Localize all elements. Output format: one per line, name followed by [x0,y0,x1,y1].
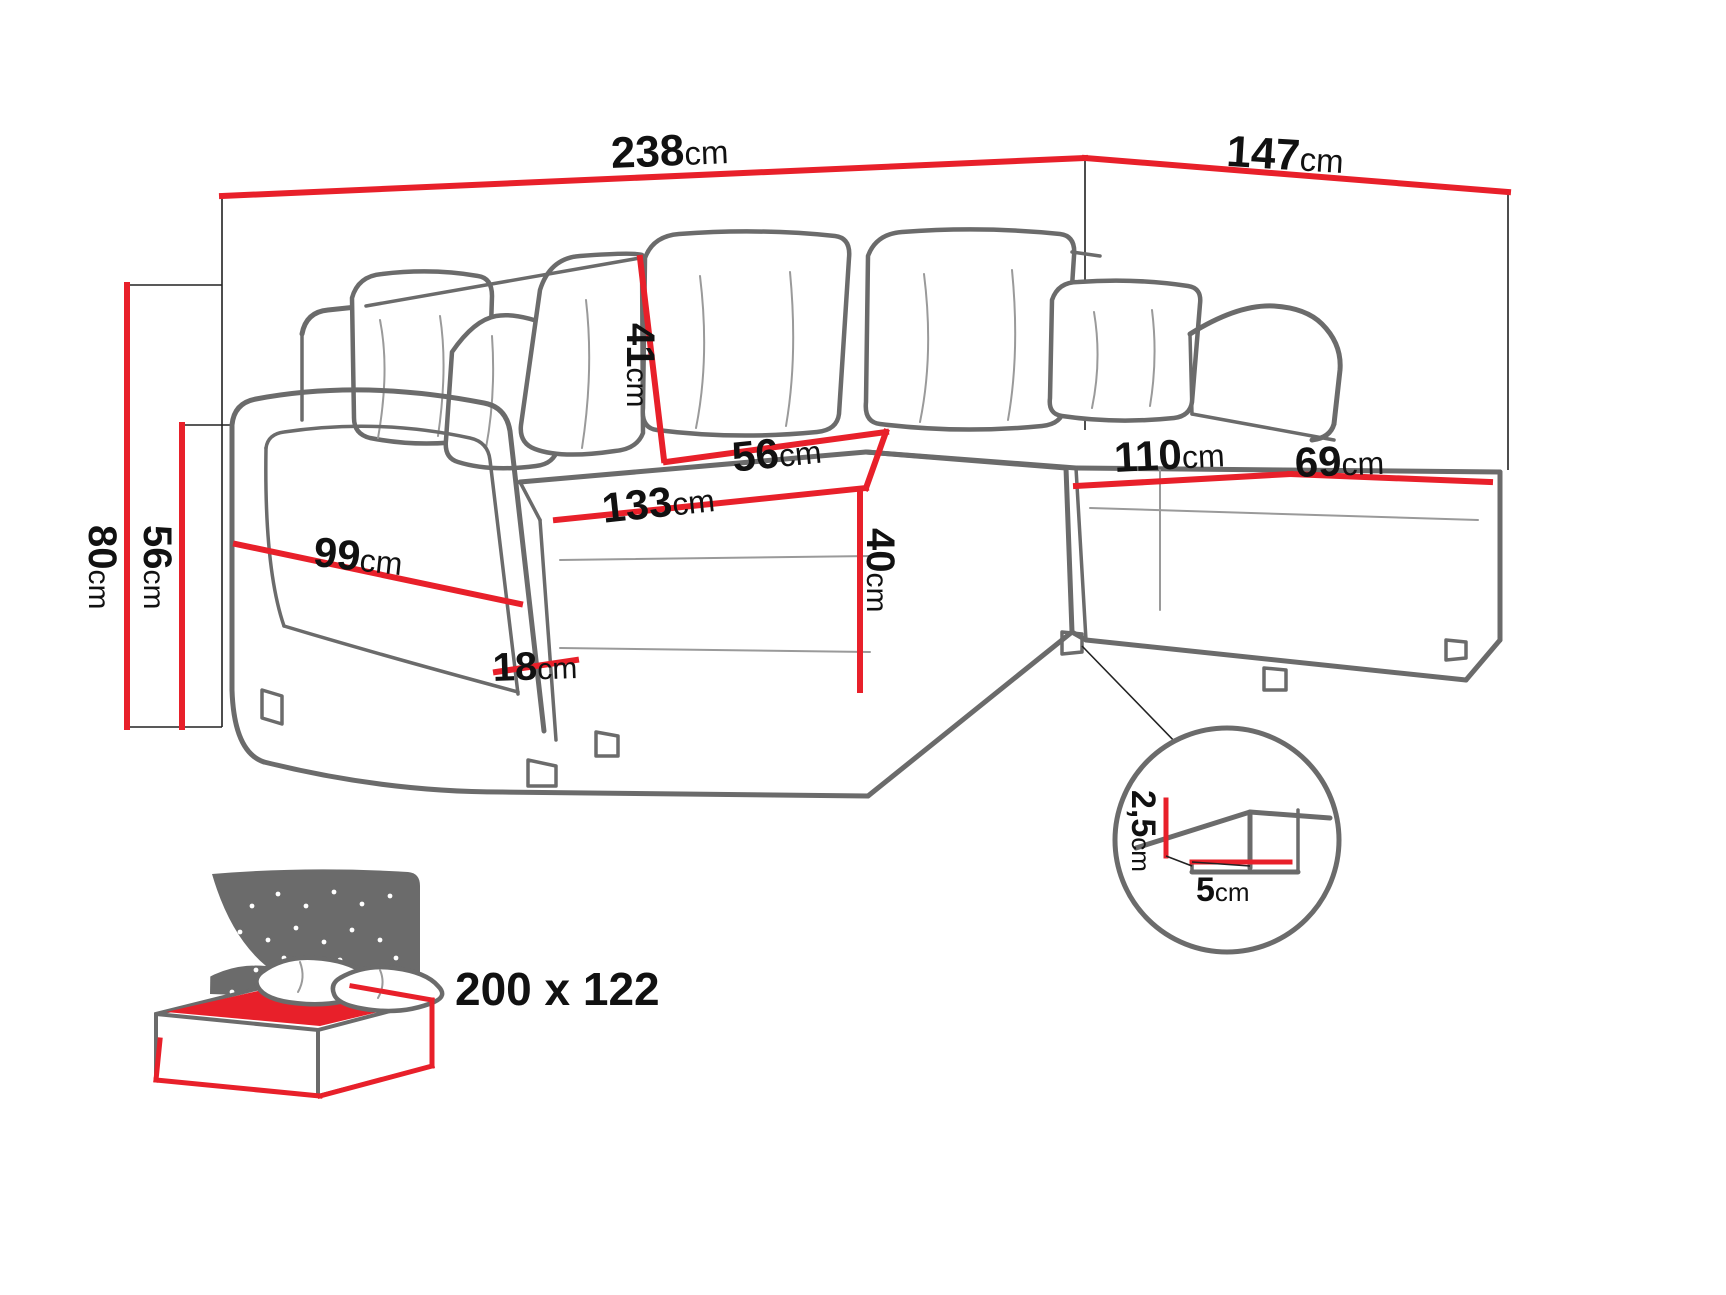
label-detail-thickness-value: 2,5 [1124,790,1162,838]
label-total-height: 80cm [80,525,124,610]
label-seat-back-height-unit: cm [137,569,170,610]
label-overall-depth: 147cm [1225,127,1345,181]
label-chaise-length-unit: cm [1180,437,1226,476]
label-seat-width-value: 133 [599,477,675,532]
label-seat-height-value: 40 [858,528,902,573]
label-chaise-depth-unit: cm [1340,444,1385,483]
label-chaise-length-value: 110 [1112,430,1183,481]
label-chaise-depth: 69cm [1293,437,1385,486]
label-armrest-height-unit: cm [536,652,578,687]
label-detail-thickness: 2,5cm [1124,790,1162,872]
label-armrest-length-unit: cm [358,541,405,583]
label-total-height-value: 80 [80,525,124,570]
label-sleeping-area-value: 200 x 122 [455,963,660,1015]
label-chaise-length: 110cm [1112,430,1226,481]
label-armrest-length-value: 99 [311,528,363,580]
label-sleeping-area: 200 x 122 [455,966,660,1012]
label-armrest-length: 99cm [311,528,405,583]
label-total-height-unit: cm [82,569,115,610]
label-backrest-height-value: 41 [618,323,662,368]
label-seat-depth-value: 56 [729,429,782,481]
label-detail-leg-height: 5cm [1196,873,1250,907]
label-detail-thickness-unit: cm [1126,837,1156,872]
label-chaise-depth-value: 69 [1293,437,1343,486]
label-overall-depth-unit: cm [1298,140,1345,181]
label-seat-height-unit: cm [860,572,893,613]
label-armrest-height: 18cm [491,644,578,690]
label-seat-depth-unit: cm [777,433,824,474]
label-seat-height: 40cm [858,528,902,613]
label-armrest-height-value: 18 [491,644,538,690]
label-backrest-height: 41cm [618,323,662,408]
label-detail-leg-height-value: 5 [1196,871,1215,909]
label-overall-depth-value: 147 [1225,127,1302,181]
label-seat-back-height: 56cm [135,525,179,610]
label-overall-width: 238cm [609,125,730,178]
label-overall-width-value: 238 [609,125,686,178]
label-seat-back-height-value: 56 [135,525,179,570]
label-seat-width-unit: cm [670,482,717,523]
label-detail-leg-height-unit: cm [1214,877,1250,907]
label-backrest-height-unit: cm [620,367,653,408]
label-overall-width-unit: cm [683,133,730,172]
